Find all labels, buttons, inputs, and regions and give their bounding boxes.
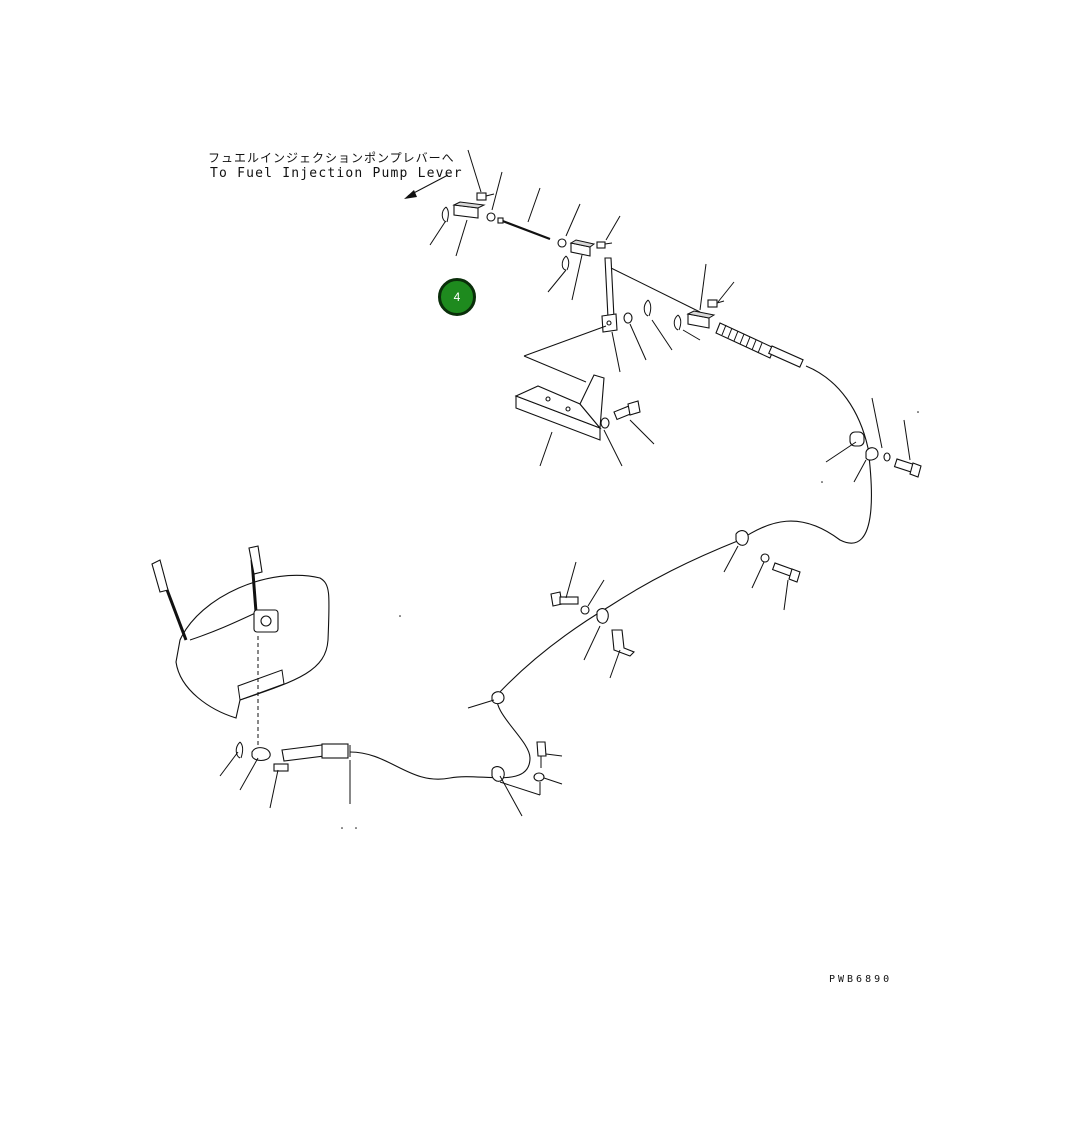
japanese-note: フュエルインジェクションポンプレバーへ — [208, 151, 455, 165]
lower-cable-end — [235, 741, 351, 772]
leader-lines — [219, 149, 911, 817]
clamp-cluster-middle — [550, 530, 801, 657]
english-note: To Fuel Injection Pump Lever — [210, 166, 463, 181]
upper-linkage — [441, 192, 804, 368]
stray-marks — [341, 411, 919, 829]
bracket — [514, 325, 641, 441]
callout-marker-4[interactable]: 4 — [438, 278, 476, 316]
direction-arrow — [404, 174, 449, 199]
clamp-cluster-lower — [491, 691, 547, 796]
control-lever-box — [151, 545, 330, 748]
drawing-code: PWB6890 — [829, 974, 893, 985]
clamp-cluster-right — [849, 431, 922, 478]
